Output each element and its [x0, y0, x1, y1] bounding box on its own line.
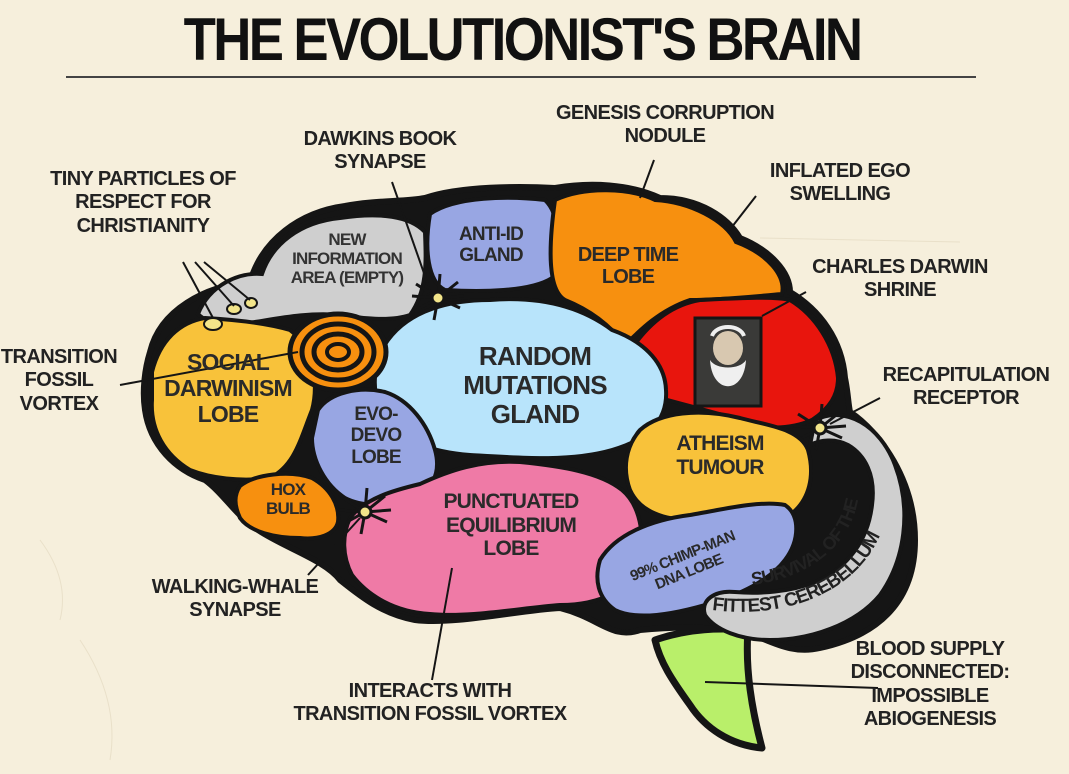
label-anti-id-gland: ANTI-ID GLAND: [458, 224, 524, 267]
label-deep-time-lobe: DEEP TIME LOBE: [577, 244, 679, 289]
label-hox-bulb: HOX BULB: [265, 480, 311, 519]
label-random-mutations-gland: RANDOM MUTATIONS GLAND: [463, 341, 607, 430]
new-information-area-region: [195, 213, 428, 327]
label-punctuated-equilibrium-lobe: PUNCTUATED EQUILIBRIUM LOBE: [443, 490, 579, 561]
callout-blood-supply: BLOOD SUPPLY DISCONNECTED: IMPOSSIBLE AB…: [850, 638, 1010, 731]
page-title: THE EVOLUTIONIST'S BRAIN: [183, 6, 863, 73]
cerebellum-region: [702, 413, 907, 643]
synapse-burst-icon: [338, 273, 847, 535]
hox-bulb-region: [233, 471, 341, 541]
label-social-darwinism-lobe: SOCIAL DARWINISM LOBE: [164, 349, 293, 427]
callout-genesis-corruption-nodule: GENESIS CORRUPTION NODULE: [555, 102, 775, 148]
spiral-vortex-icon: [287, 311, 389, 393]
darwin-portrait-icon: [693, 316, 763, 408]
brain-stem: [651, 625, 766, 752]
chimp-man-dna-lobe-region: [595, 501, 799, 618]
respect-particles-icon: [203, 297, 258, 331]
title-underline: [66, 76, 976, 78]
label-new-information-area: NEW INFORMATION AREA (EMPTY): [290, 230, 404, 288]
callout-recapitulation-receptor: RECAPITULATION RECEPTOR: [882, 364, 1050, 410]
callout-interacts-with-vortex: INTERACTS WITH TRANSITION FOSSIL VORTEX: [293, 680, 567, 726]
callout-tiny-particles: TINY PARTICLES OF RESPECT FOR CHRISTIANI…: [50, 168, 236, 237]
callout-inflated-ego-swelling: INFLATED EGO SWELLING: [769, 160, 911, 206]
callout-dawkins-book-synapse: DAWKINS BOOK SYNAPSE: [303, 128, 457, 174]
label-evo-devo-lobe: EVO- DEVO LOBE: [350, 404, 402, 468]
callout-transition-fossil-vortex: TRANSITION FOSSIL VORTEX: [0, 346, 118, 415]
callout-charles-darwin-shrine: CHARLES DARWIN SHRINE: [812, 256, 988, 302]
label-atheism-tumour: ATHEISM TUMOUR: [676, 432, 764, 479]
social-darwinism-lobe-region: [149, 315, 317, 482]
leader-lines: [119, 159, 881, 689]
callout-walking-whale-synapse: WALKING-WHALE SYNAPSE: [151, 576, 319, 622]
